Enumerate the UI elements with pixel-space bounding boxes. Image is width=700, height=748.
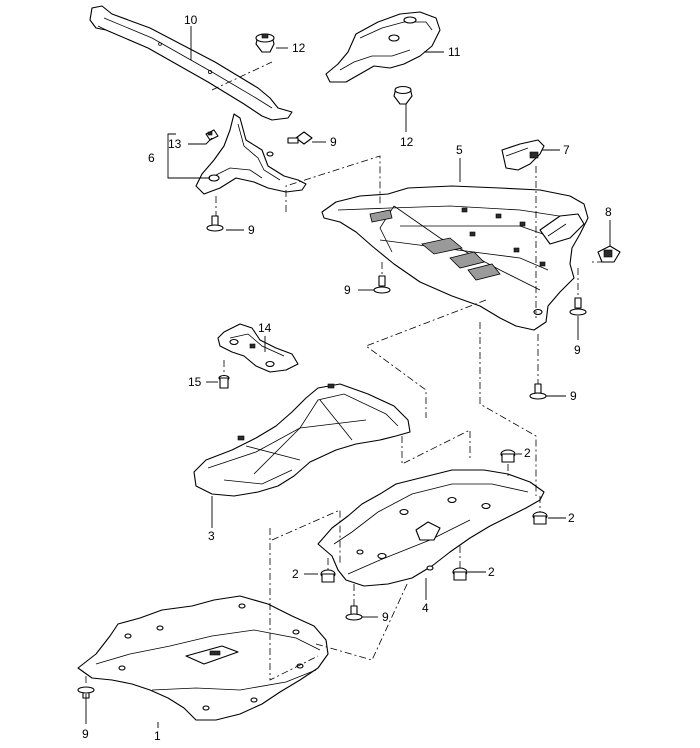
- callout-9e: 9: [570, 389, 577, 403]
- part-14-bracket[interactable]: [217, 323, 299, 373]
- callout-10: 10: [184, 13, 198, 27]
- assembly-lines: [85, 61, 604, 686]
- callout-14: 14: [258, 321, 272, 335]
- part-12-clip-lower[interactable]: [393, 85, 413, 105]
- leader-lines: [85, 26, 611, 728]
- callout-13: 13: [168, 137, 182, 151]
- callout-4: 4: [422, 601, 429, 615]
- callout-2a: 2: [524, 446, 531, 460]
- callout-2b: 2: [568, 511, 575, 525]
- part-8-nut-clip[interactable]: [597, 245, 621, 263]
- callout-11: 11: [448, 45, 461, 59]
- part-4-middle-panel[interactable]: [317, 469, 545, 587]
- callout-6: 6: [148, 151, 155, 165]
- callout-9c: 9: [344, 283, 351, 297]
- part-1-front-underbody-panel[interactable]: [77, 595, 329, 721]
- part-9-bolt-e[interactable]: [529, 383, 547, 400]
- part-9-bolt-c[interactable]: [373, 275, 391, 294]
- callout-12b: 12: [400, 135, 414, 149]
- part-9-bolt-b[interactable]: [206, 215, 224, 232]
- callout-3: 3: [208, 529, 215, 543]
- part-2-nut-c[interactable]: [320, 569, 336, 583]
- callout-1: 1: [154, 729, 161, 743]
- part-3-center-panel[interactable]: [193, 383, 411, 497]
- part-5-rear-underbody-panel[interactable]: [321, 185, 589, 331]
- part-2-nut-d[interactable]: [452, 567, 468, 581]
- callout-15: 15: [188, 375, 202, 389]
- callout-9b: 9: [248, 223, 255, 237]
- part-9-bolt-a[interactable]: [287, 131, 313, 145]
- callout-5: 5: [456, 143, 463, 157]
- part-13-clip[interactable]: [205, 129, 219, 141]
- callout-2c: 2: [292, 567, 299, 581]
- callout-labels: 1 2 2 2 2 3 4 5 6 7 8 9 9 9 9 9 9 9 10 1…: [82, 13, 612, 743]
- callout-12a: 12: [292, 41, 306, 55]
- part-2-nut-b[interactable]: [532, 511, 548, 525]
- part-9-bolt-f[interactable]: [345, 605, 363, 621]
- part-9-bolt-g[interactable]: [77, 686, 95, 699]
- callout-8: 8: [605, 205, 612, 219]
- part-7-deflector[interactable]: [501, 139, 545, 171]
- part-12-clip-upper[interactable]: [255, 33, 275, 53]
- callout-2d: 2: [488, 565, 495, 579]
- part-15-bolt[interactable]: [218, 374, 230, 389]
- part-10-strut[interactable]: [89, 5, 293, 121]
- callout-7: 7: [563, 143, 570, 157]
- part-6-bracket[interactable]: [195, 113, 307, 195]
- callout-9d: 9: [574, 343, 581, 357]
- callout-9a: 9: [330, 135, 337, 149]
- callout-9f: 9: [382, 610, 389, 624]
- part-11-heat-shield[interactable]: [325, 11, 441, 83]
- part-2-nut-a[interactable]: [500, 449, 516, 463]
- callout-9g: 9: [82, 727, 89, 741]
- part-9-bolt-d[interactable]: [569, 297, 587, 316]
